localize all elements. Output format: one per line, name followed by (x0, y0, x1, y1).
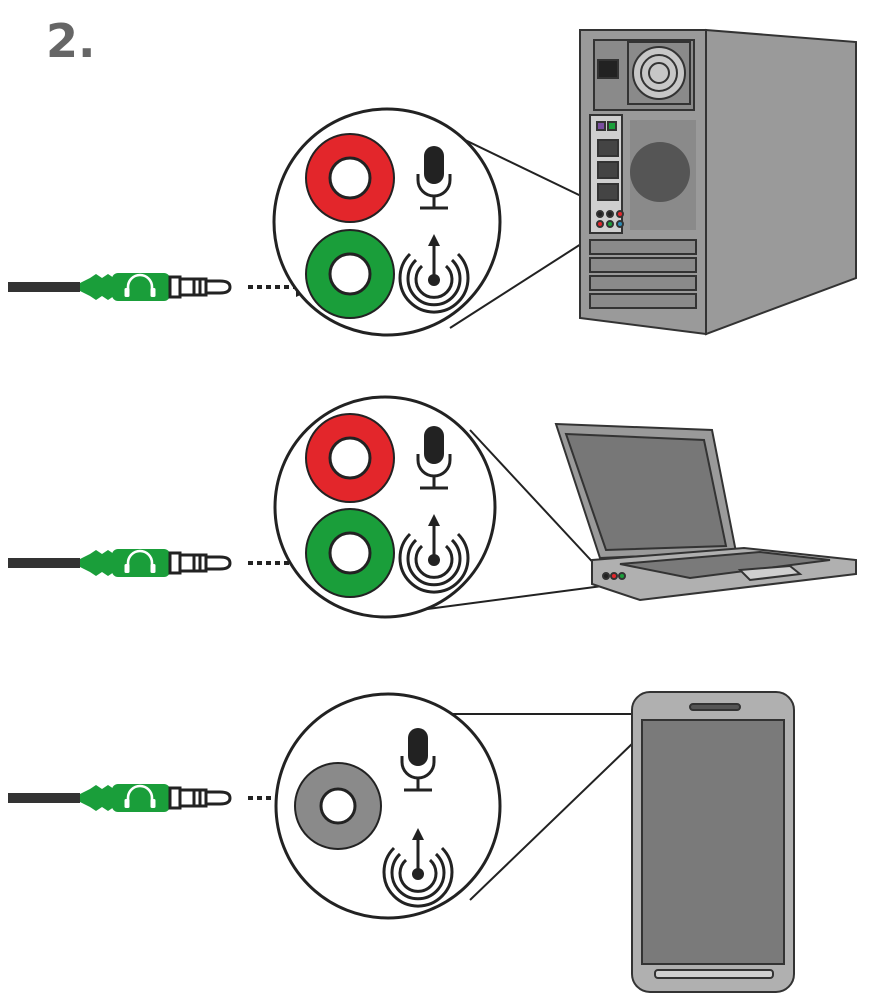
laptop (556, 424, 856, 600)
smartphone (632, 692, 794, 992)
desktop-tower (580, 30, 856, 334)
headphone-plug-3 (8, 784, 230, 812)
row-desktop (8, 30, 856, 335)
headphone-plug-2 (8, 549, 230, 577)
row-smartphone (8, 692, 794, 992)
zoom-circle-1 (274, 109, 500, 335)
row-laptop (8, 397, 856, 617)
headphone-plug-1 (8, 273, 230, 301)
